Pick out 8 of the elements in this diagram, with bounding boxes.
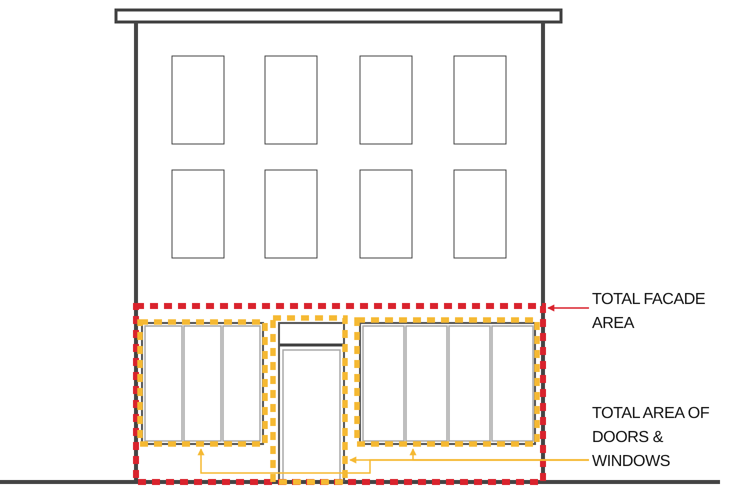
opening-area-outline: [270, 315, 348, 485]
callout-label: TOTAL FACADE AREA: [592, 288, 727, 336]
facade-area-outline: [133, 303, 546, 485]
callout-label: TOTAL AREA OF DOORS & WINDOWS: [592, 402, 727, 474]
opening-area-outline: [137, 319, 268, 447]
leader-arrow: [410, 448, 589, 461]
leader-arrow: [547, 304, 589, 312]
opening-area-outline: [354, 317, 540, 447]
